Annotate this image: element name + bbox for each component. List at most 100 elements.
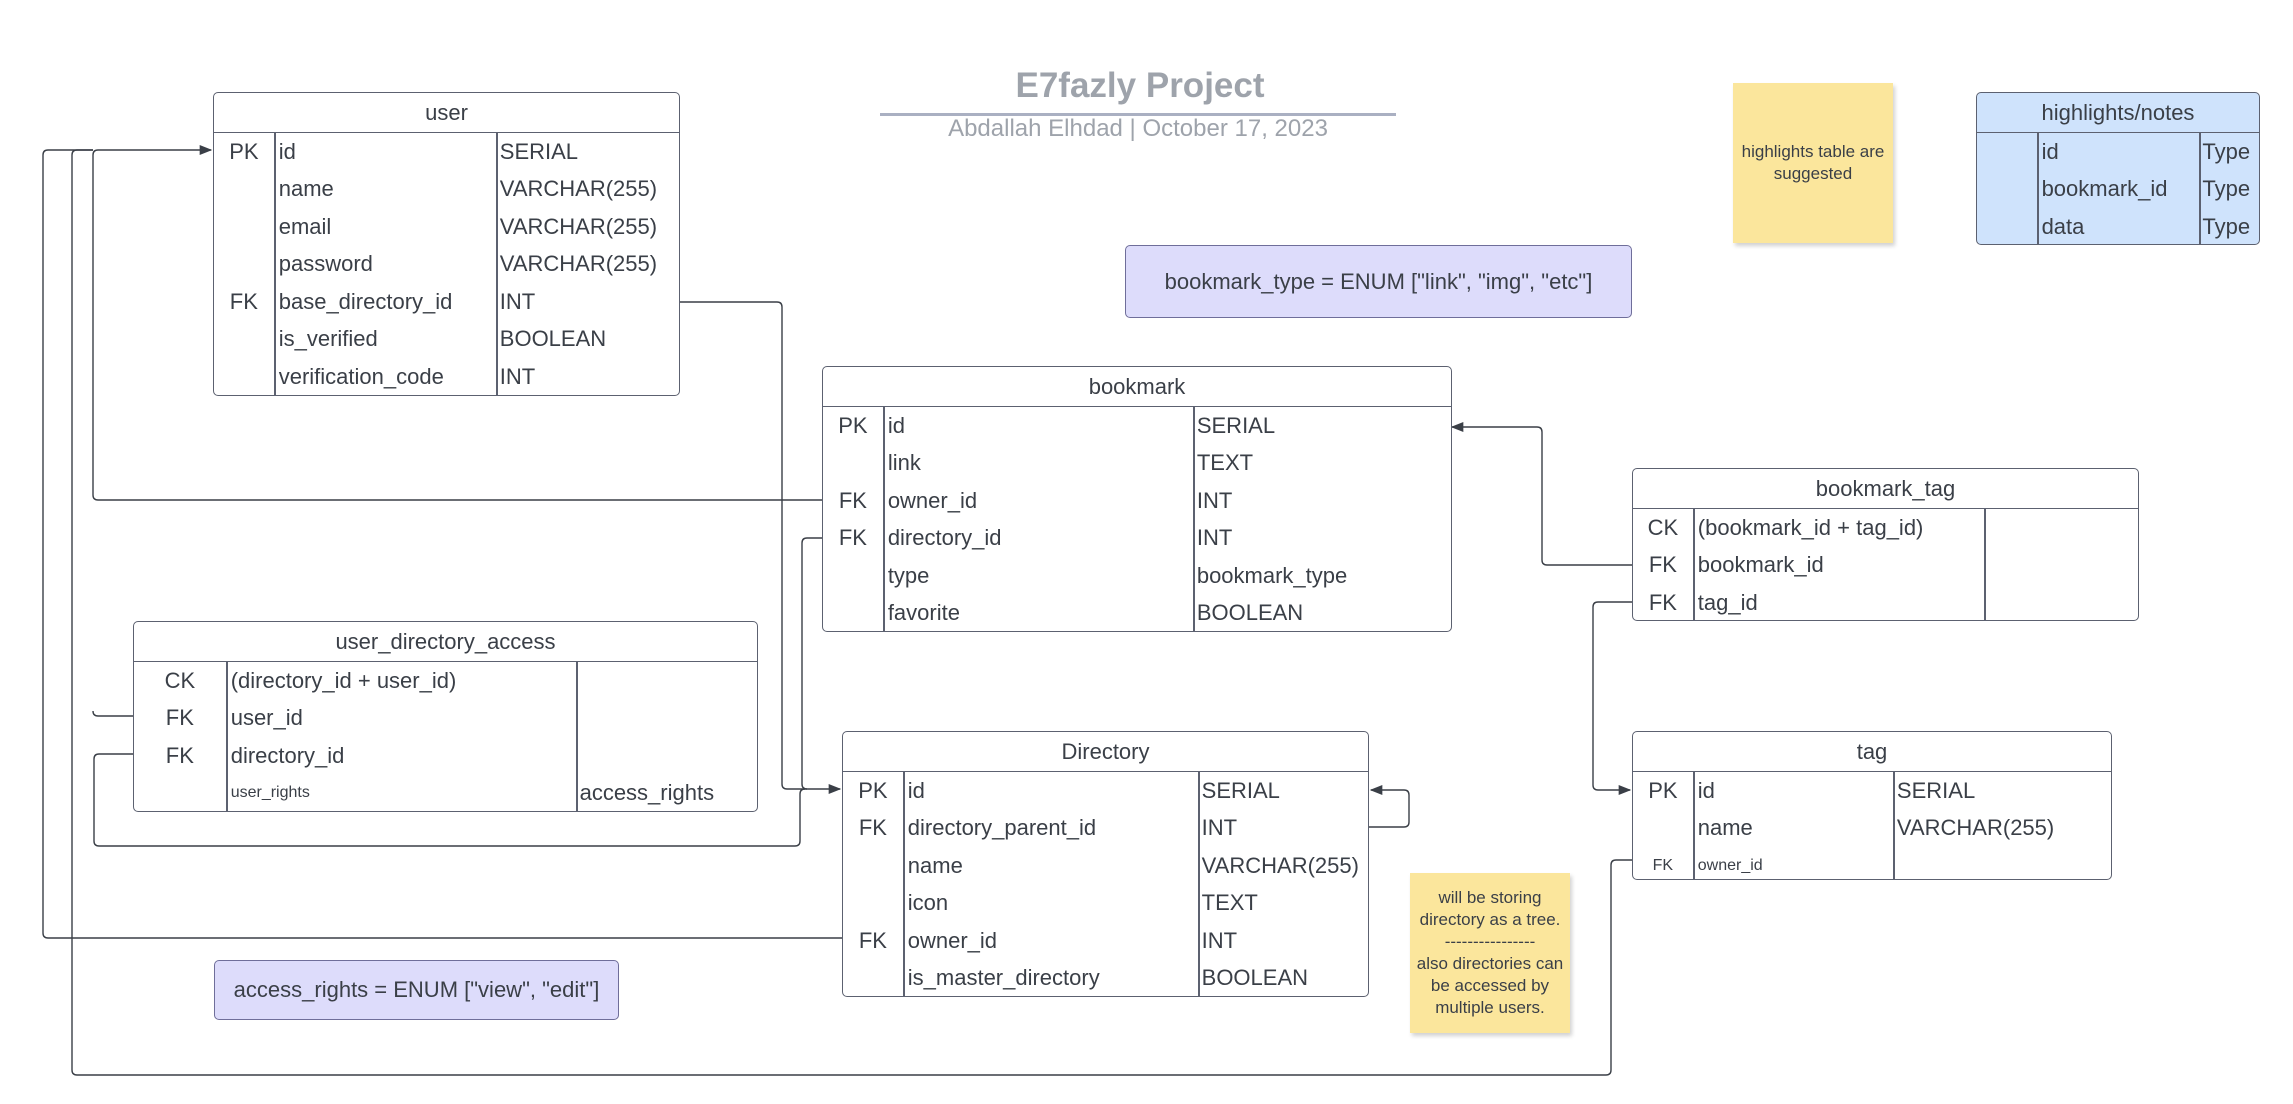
table-row: CK (directory_id + user_id) xyxy=(134,662,757,700)
entity-user-directory-access[interactable]: user_directory_access CK(directory_id + … xyxy=(133,621,758,812)
key-cell: PK xyxy=(838,412,868,438)
page-title: E7fazly Project xyxy=(1015,66,1265,105)
field-type: VARCHAR(255) xyxy=(1201,852,1359,878)
column-divider xyxy=(1193,407,1195,631)
column-divider xyxy=(576,662,578,811)
field-name: tag_id xyxy=(1697,589,1758,615)
key-cell xyxy=(843,885,903,923)
field-type: Type xyxy=(2202,213,2251,239)
field-type: BOOLEAN xyxy=(499,326,607,352)
field-name: verification_code xyxy=(278,363,444,389)
field-name: id xyxy=(278,138,296,164)
entity-bookmark-tag[interactable]: bookmark_tag CK(bookmark_id + tag_id) FK… xyxy=(1632,468,2139,621)
field-type: INT xyxy=(1201,927,1238,953)
key-cell: FK xyxy=(858,927,887,953)
column-divider xyxy=(274,133,276,395)
connector-tag-owner-to-user xyxy=(71,149,1632,1076)
column-divider xyxy=(496,133,498,395)
field-name: id xyxy=(907,777,925,803)
field-name: directory_parent_id xyxy=(907,815,1097,841)
field-type: TEXT xyxy=(1201,890,1258,916)
key-cell: PK xyxy=(1648,777,1678,803)
key-cell xyxy=(214,246,274,284)
key-cell xyxy=(823,595,883,632)
table-row: is_verified BOOLEAN xyxy=(214,321,679,359)
sticky-note-highlights[interactable]: highlights table are suggested xyxy=(1733,83,1893,243)
table-row: id Type xyxy=(1977,133,2259,171)
note-divider: ---------------- xyxy=(1444,931,1536,951)
field-name: type xyxy=(887,562,930,588)
field-type: Type xyxy=(2202,138,2251,164)
key-cell: FK xyxy=(1652,856,1674,874)
field-type: BOOLEAN xyxy=(1196,600,1304,626)
field-type: SERIAL xyxy=(1201,777,1280,803)
field-type xyxy=(1983,547,2138,585)
column-divider xyxy=(1693,509,1695,620)
key-cell: CK xyxy=(164,667,196,693)
field-name: (bookmark_id + tag_id) xyxy=(1697,514,1924,540)
field-type xyxy=(575,737,757,775)
field-name: directory_id xyxy=(887,525,1002,551)
enum-bookmark-type[interactable]: bookmark_type = ENUM ["link", "img", "et… xyxy=(1125,245,1632,318)
field-name: owner_id xyxy=(1697,856,1763,874)
field-name: data xyxy=(2041,213,2085,239)
connector-directory-self-reference xyxy=(1369,784,1410,828)
connector-access-user-to-user xyxy=(92,710,133,717)
key-cell xyxy=(134,775,226,812)
field-type: INT xyxy=(1196,525,1233,551)
field-name: is_master_directory xyxy=(907,965,1100,991)
entity-directory-header: Directory xyxy=(843,732,1368,772)
page-subtitle: Abdallah Elhdad | October 17, 2023 xyxy=(948,115,1328,142)
field-type xyxy=(1892,847,2111,879)
key-cell xyxy=(1977,171,2037,209)
field-type: VARCHAR(255) xyxy=(499,213,658,239)
field-name: favorite xyxy=(887,600,960,626)
connector-user-base-directory-to-directory xyxy=(678,301,842,795)
title-underline xyxy=(880,113,1396,116)
field-type: Type xyxy=(2202,176,2251,202)
table-row: FK tag_id xyxy=(1633,584,2138,620)
key-cell: FK xyxy=(1648,589,1677,615)
sticky-note-directory[interactable]: will be storing directory as a tree. ---… xyxy=(1410,873,1570,1033)
field-type: INT xyxy=(499,288,536,314)
connector-bookmark-tag-to-bookmark xyxy=(1450,421,1632,566)
key-cell xyxy=(214,358,274,395)
key-cell: FK xyxy=(229,288,258,314)
field-name: name xyxy=(907,852,963,878)
field-name: password xyxy=(278,251,373,277)
key-cell: FK xyxy=(858,815,887,841)
key-cell xyxy=(823,557,883,595)
field-name: is_verified xyxy=(278,326,378,352)
field-type: VARCHAR(255) xyxy=(499,176,658,202)
enum-access-rights[interactable]: access_rights = ENUM ["view", "edit"] xyxy=(214,960,619,1020)
field-name: id xyxy=(2041,138,2059,164)
field-name: bookmark_id xyxy=(2041,176,2168,202)
key-cell xyxy=(843,847,903,885)
key-cell xyxy=(1633,810,1693,848)
field-name: email xyxy=(278,213,332,239)
table-row: FK owner_id xyxy=(1633,847,2111,879)
column-divider xyxy=(903,772,905,996)
entity-user-header: user xyxy=(214,93,679,133)
field-name: (directory_id + user_id) xyxy=(230,667,457,693)
